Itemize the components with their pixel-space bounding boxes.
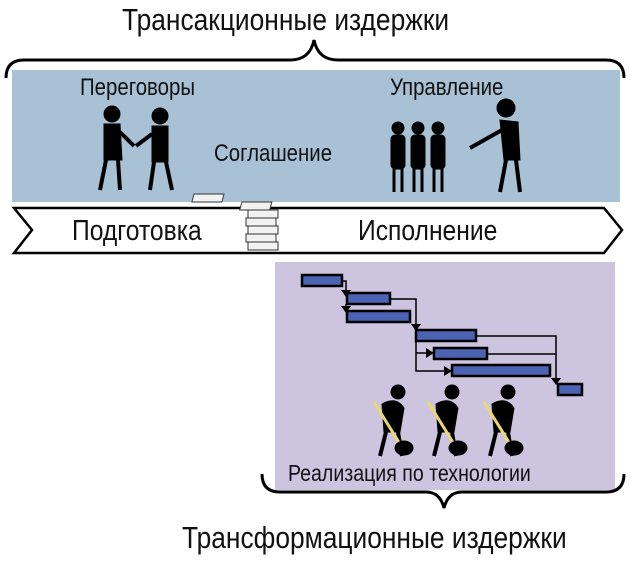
phase-arrow: [11, 206, 624, 255]
gantt-bar: [345, 309, 412, 324]
digging-workers-icon: [372, 384, 524, 457]
implementation-label: Реализация по технологии: [288, 460, 531, 486]
execution-phase-label: Исполнение: [358, 215, 498, 247]
handshake-icon: [98, 105, 174, 191]
gantt-bar: [450, 363, 552, 378]
gantt-bar: [414, 328, 478, 343]
document-stack-icon: [191, 193, 279, 251]
gantt-bar: [432, 346, 489, 361]
gantt-bar: [345, 291, 392, 306]
agreement-label: Соглашение: [214, 140, 333, 167]
gantt-bar: [300, 273, 344, 288]
workers-group-icon: [390, 121, 446, 192]
bottom-brace: [260, 473, 626, 509]
transformation-panel: [275, 262, 615, 490]
gantt-bar: [556, 382, 584, 397]
preparation-phase-label: Подготовка: [72, 215, 202, 247]
transformation-costs-title: Трансформационные издержки: [182, 520, 567, 555]
top-brace: [4, 39, 626, 79]
negotiations-label: Переговоры: [80, 74, 196, 101]
management-label: Управление: [390, 74, 504, 101]
transaction-costs-title: Трансакционные издержки: [122, 2, 450, 37]
manager-pointing-icon: [469, 98, 522, 193]
gantt-chart: [300, 273, 584, 397]
